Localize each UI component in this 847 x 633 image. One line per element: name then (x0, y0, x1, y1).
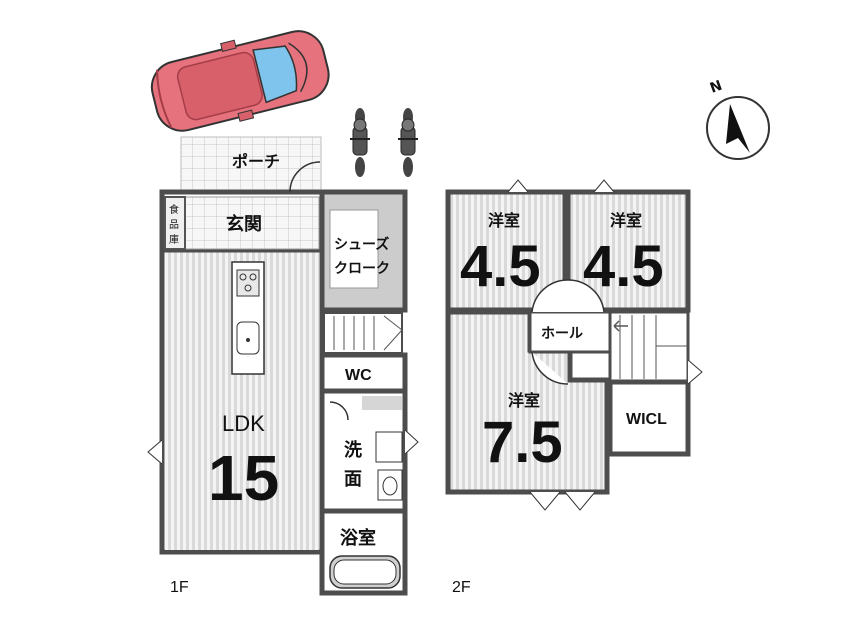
motorcycle-icon (398, 108, 418, 177)
pantry-label-3: 庫 (169, 233, 179, 246)
first-floor-label: 1F (170, 579, 189, 596)
entrance-area (184, 196, 320, 250)
western-room-west-label: 洋室 (488, 211, 520, 230)
pantry-area (164, 196, 186, 250)
first-floor (147, 136, 419, 596)
hall-label: ホール (541, 326, 583, 342)
pantry-label-2: 品 (169, 219, 179, 231)
second-floor (445, 179, 703, 511)
motorcycle-icon (350, 108, 370, 177)
washroom-label-2: 面 (344, 469, 362, 490)
western-room-east-label: 洋室 (610, 211, 642, 230)
wicl-area (607, 379, 691, 457)
western-room-west-size: 4.5 (460, 234, 541, 299)
bath-label: 浴室 (340, 527, 376, 549)
porch-label: ポーチ (232, 152, 280, 171)
entrance-label: 玄関 (226, 213, 262, 235)
car-icon (150, 30, 330, 132)
stove-icon (236, 269, 260, 297)
washroom-label-1: 洗 (344, 439, 362, 461)
washer-icon (375, 431, 403, 463)
pantry-label-1: 食 (169, 203, 179, 216)
western-room-large-label: 洋室 (508, 391, 540, 410)
shoe-cloak-label-2: クローク (334, 261, 390, 277)
wicl-label: WICL (626, 411, 667, 428)
stairs (323, 312, 403, 354)
hall-area (528, 310, 612, 354)
shoe-cloak-area (329, 209, 379, 289)
stairs-2f (608, 310, 690, 384)
compass-north-label: N (708, 78, 724, 97)
ldk-label: LDK (222, 411, 265, 436)
ldk-size: 15 (208, 442, 279, 514)
western-room-east-size: 4.5 (583, 234, 664, 299)
compass-icon: N (706, 78, 770, 160)
shoe-cloak-label-1: シューズ (334, 236, 389, 253)
second-floor-label: 2F (452, 579, 471, 596)
wc-label: WC (345, 367, 372, 384)
western-room-large-size: 7.5 (482, 410, 563, 475)
